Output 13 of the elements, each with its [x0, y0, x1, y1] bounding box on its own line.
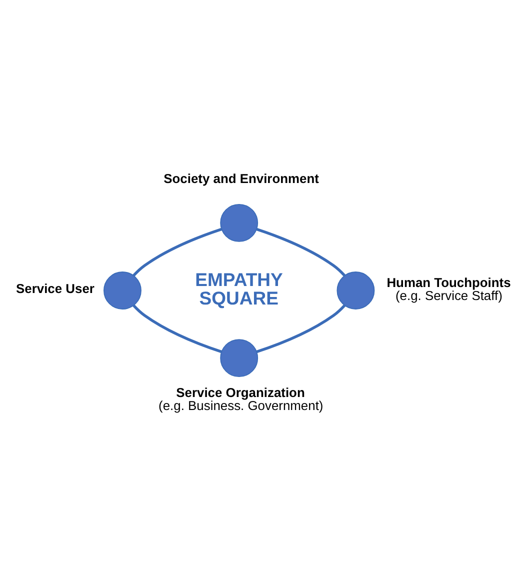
node-circle [104, 272, 142, 310]
connector [256, 304, 346, 354]
node-label: Service Organization [176, 385, 305, 400]
node-label: Society and Environment [164, 170, 319, 186]
connector [132, 228, 222, 277]
node-circle [336, 272, 375, 310]
node-circle [220, 339, 258, 378]
label: EMPATHY SQUARE [195, 268, 283, 308]
node-label: Service User [16, 281, 94, 296]
node-label: Human Touchpoints [386, 274, 511, 290]
connector [256, 228, 346, 277]
connector [132, 304, 222, 354]
node-circle [220, 204, 258, 242]
